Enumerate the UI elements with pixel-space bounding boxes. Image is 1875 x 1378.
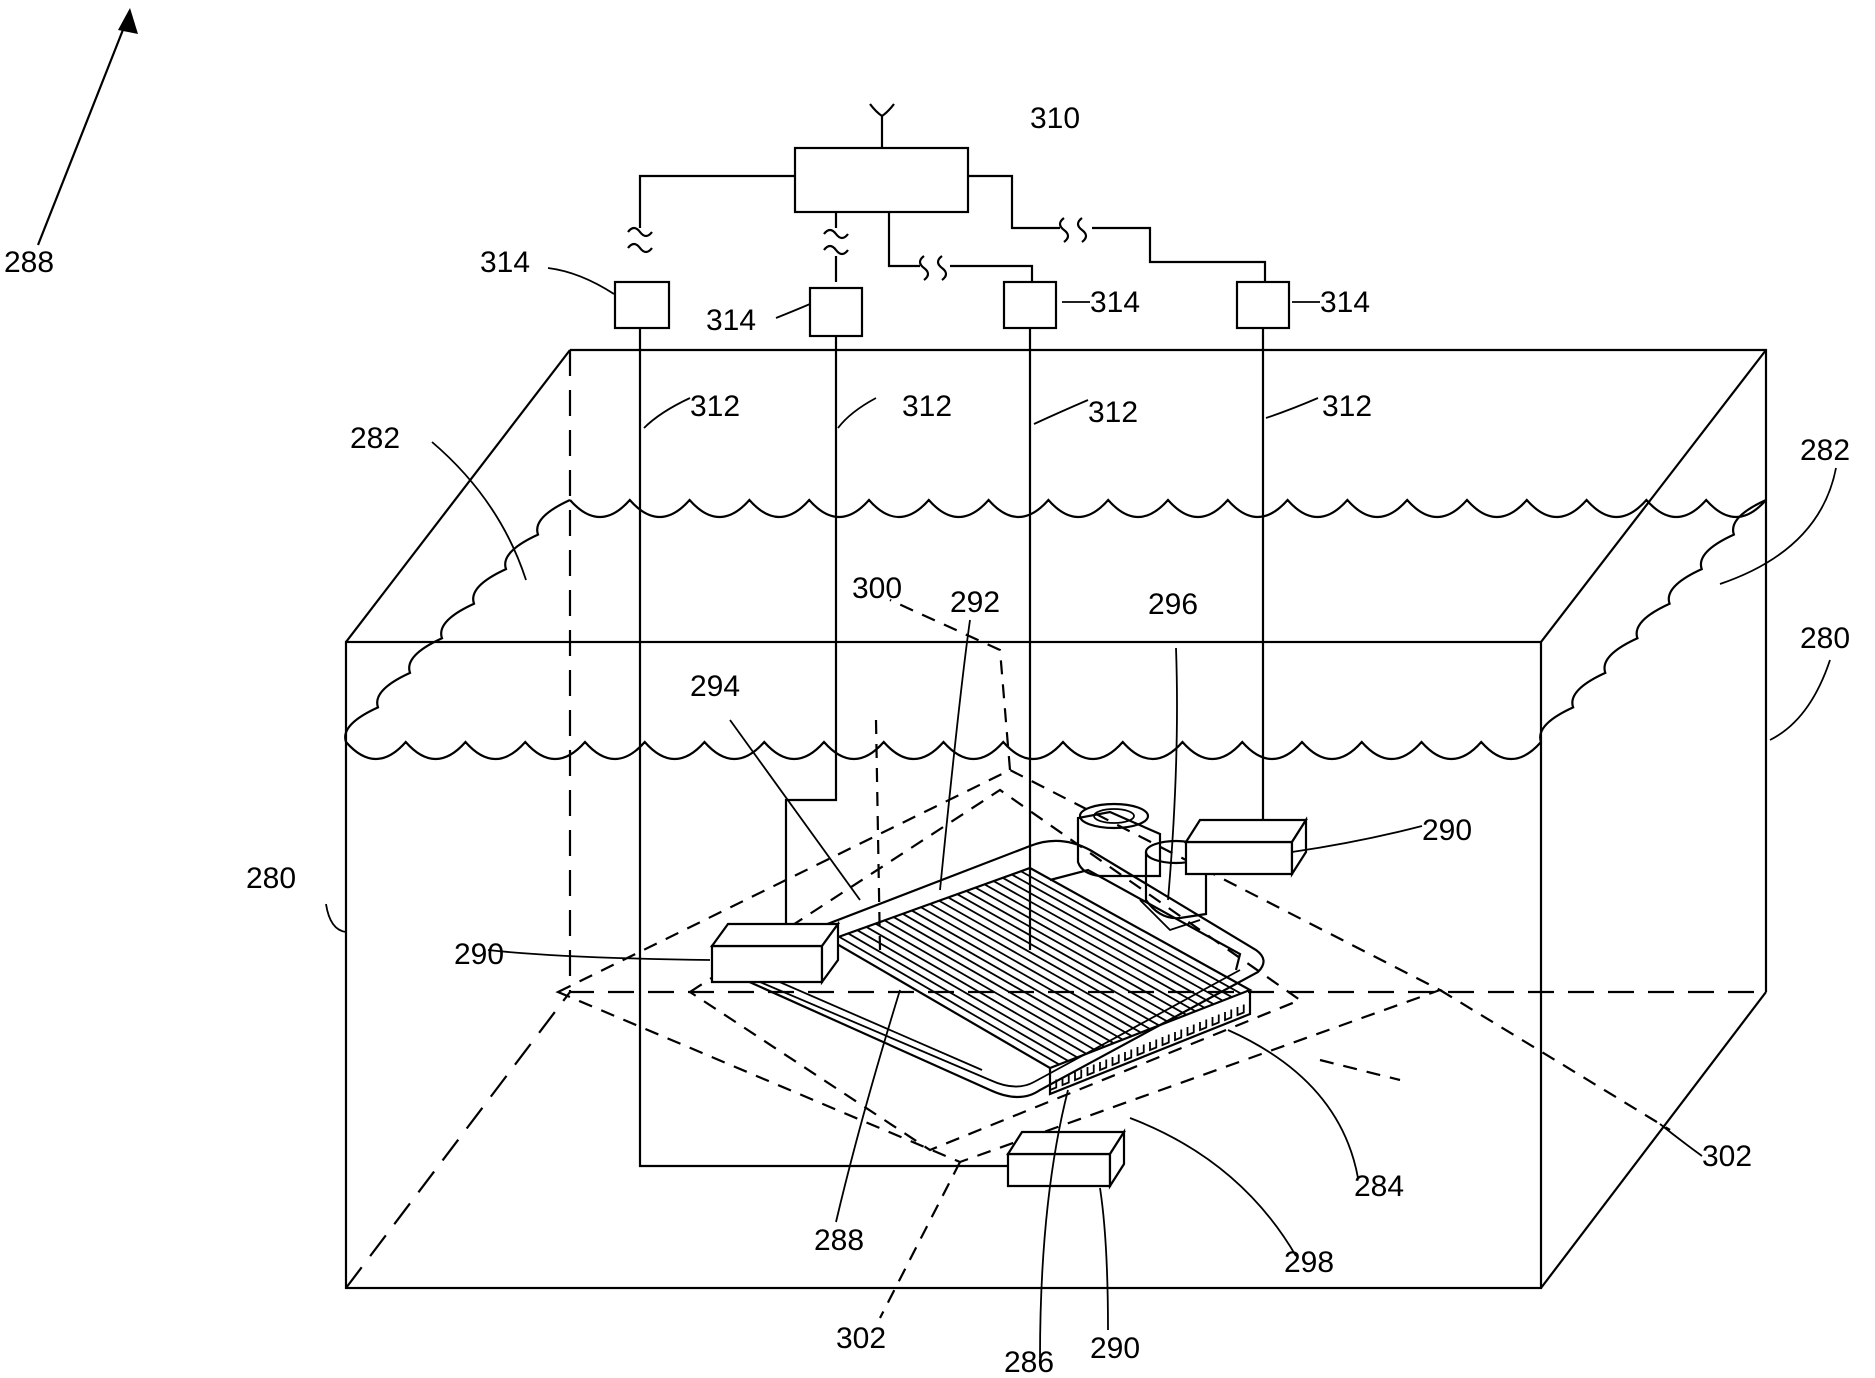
controller-310 [795, 104, 968, 212]
label-298: 298 [1284, 1246, 1334, 1279]
label-290-bottom: 290 [1090, 1332, 1140, 1365]
label-314-a: 314 [480, 246, 530, 279]
label-312-d: 312 [1322, 390, 1372, 423]
label-288-bottom: 288 [814, 1224, 864, 1257]
label-280-left: 280 [246, 862, 296, 895]
label-312-c: 312 [1088, 396, 1138, 429]
label-314-b: 314 [706, 304, 756, 337]
figure-arrow [38, 8, 138, 245]
label-312-b: 312 [902, 390, 952, 423]
label-290-right: 290 [1422, 814, 1472, 847]
label-302-right: 302 [1702, 1140, 1752, 1173]
label-302-bottom: 302 [836, 1322, 886, 1355]
label-294: 294 [690, 670, 740, 703]
label-292: 292 [950, 586, 1000, 619]
label-288-figure: 288 [4, 246, 54, 279]
label-312-a: 312 [690, 390, 740, 423]
water-surface-282 [345, 500, 1766, 759]
label-280-right: 280 [1800, 622, 1850, 655]
label-314-d: 314 [1320, 286, 1370, 319]
label-282-left: 282 [350, 422, 400, 455]
label-282-right: 282 [1800, 434, 1850, 467]
tray-rib [839, 937, 1059, 1065]
label-286: 286 [1004, 1346, 1054, 1378]
label-296: 296 [1148, 588, 1198, 621]
label-284: 284 [1354, 1170, 1404, 1203]
reference-numerals: 288 310 314 314 314 314 312 312 312 312 … [4, 102, 1850, 1378]
label-314-c: 314 [1090, 286, 1140, 319]
label-310: 310 [1030, 102, 1080, 135]
label-300: 300 [852, 572, 902, 605]
label-290-left: 290 [454, 938, 504, 971]
